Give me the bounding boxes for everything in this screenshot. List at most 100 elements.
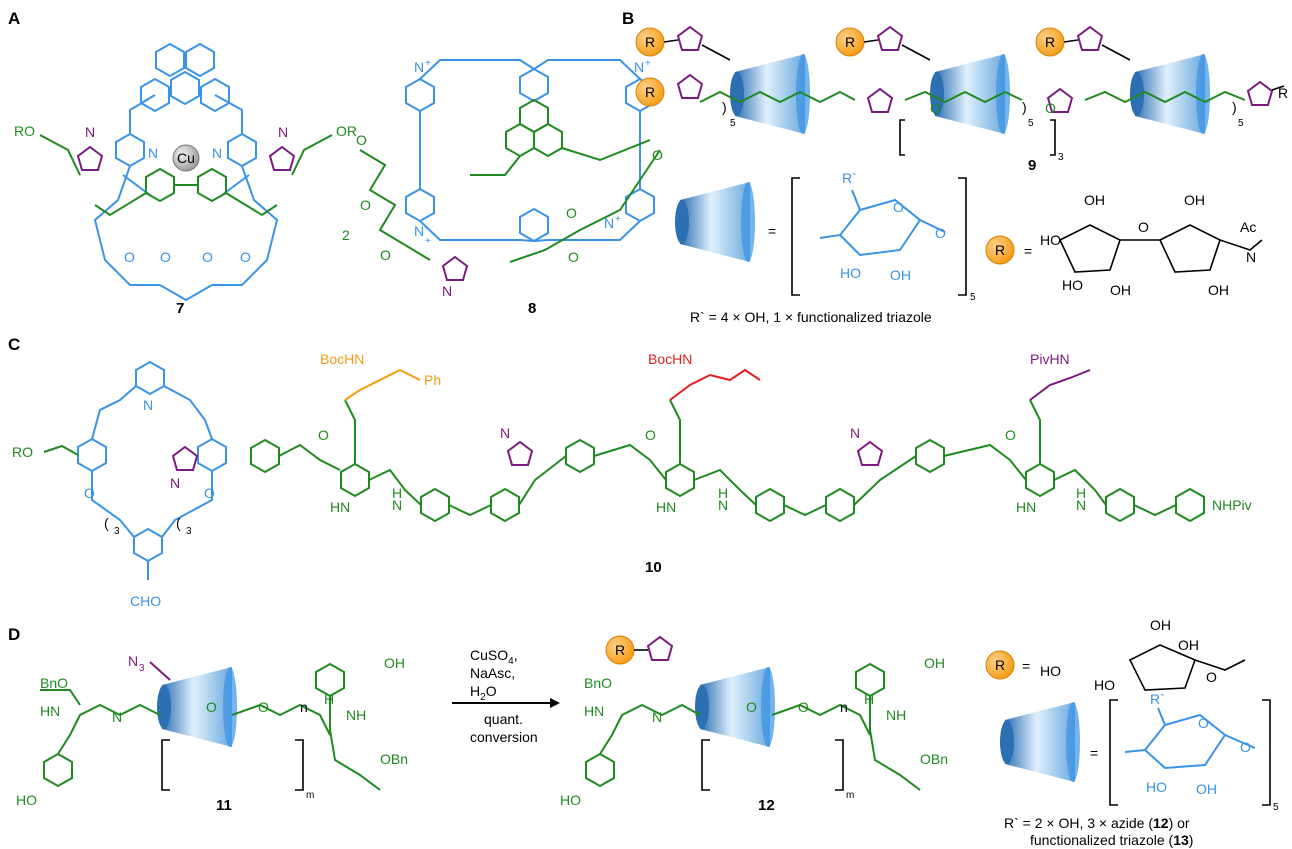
n-amide-c2: N — [718, 497, 728, 513]
hn-label-12: HN — [584, 703, 604, 719]
repeat-5-a: 5 — [730, 118, 736, 129]
h-amide-c3: H — [1076, 485, 1086, 501]
r-prime-label-b: R` — [842, 170, 857, 186]
n-plus-8b: N — [634, 59, 644, 75]
o-atom-glc-b: O — [893, 199, 904, 215]
compound-8-structure: N + N + N + N + O O O O O O 2 N — [342, 58, 663, 299]
o-lac: O — [1138, 219, 1149, 235]
reagent-line4: quant. — [484, 711, 523, 727]
n3-label-11: N — [128, 653, 138, 669]
h-amide-11: H — [324, 691, 334, 707]
repeat-5-c: 5 — [1238, 118, 1244, 129]
o-atom-c1: O — [84, 485, 95, 501]
obn-label-12: OBn — [920, 751, 948, 767]
naphthalene-thread — [359, 99, 661, 263]
triazole-n-left: N — [85, 124, 95, 140]
r-label-legend-b: R — [995, 242, 1005, 258]
nh-label-11: NH — [346, 707, 366, 723]
o-atom-9a: O — [930, 100, 941, 116]
plus-8a: + — [425, 58, 431, 69]
repeat-3: 3 — [1058, 152, 1064, 163]
ho-glc-2: HO — [1094, 677, 1115, 693]
compound-7-structure: Cu RO OR N N N N O O O O — [14, 43, 357, 302]
hn-c2: HN — [656, 499, 676, 515]
ro-label-c: RO — [12, 444, 33, 460]
equals-r-b: = — [1024, 243, 1032, 259]
ph-label: Ph — [424, 372, 441, 388]
o-atom-glc-b2: O — [935, 225, 946, 241]
n-plus-8a: N — [414, 59, 424, 75]
panel-b: B R R R R — [622, 9, 1288, 325]
thread-c — [43, 399, 1205, 522]
ho-label-d: HO — [1146, 779, 1167, 795]
o-atom-7b: O — [160, 249, 171, 265]
ho-lac-1: HO — [1040, 232, 1061, 248]
compound-number-7: 7 — [176, 300, 184, 317]
hn-label-11: HN — [40, 703, 60, 719]
plus-8d: + — [615, 214, 621, 225]
o-atom-glc-d2: O — [1240, 739, 1251, 755]
o-atom-8b: O — [360, 197, 371, 213]
ac-label: Ac — [1240, 219, 1256, 235]
panel-label-b: B — [622, 9, 634, 28]
boc-phe-side-chain — [344, 368, 421, 401]
bochn-orange: BocHN — [320, 351, 364, 367]
h-amide-c1: H — [392, 485, 402, 501]
bno-label-12: BnO — [584, 675, 612, 691]
paraquat-macrocycle — [405, 59, 655, 242]
o-atom-8d: O — [652, 147, 663, 163]
n-amide-c3: N — [1076, 497, 1086, 513]
oh-glc-1: OH — [1150, 617, 1171, 633]
paren-open-2: ) — [1022, 99, 1027, 115]
cu-label: Cu — [177, 150, 195, 166]
o-amide-c3: O — [1005, 427, 1016, 443]
oh-lac-3: OH — [1110, 282, 1131, 298]
reagent-line3: H2O — [470, 683, 497, 703]
axle-chain-9 — [699, 90, 1246, 104]
n-plus-8d: N — [604, 215, 614, 231]
n-lac: N — [1246, 249, 1256, 265]
oh-lac-2: OH — [1184, 192, 1205, 208]
equals-b: = — [768, 223, 776, 239]
plus-8b: + — [645, 58, 651, 69]
h-amide-c2: H — [718, 485, 728, 501]
bno-label-11: BnO — [40, 675, 68, 691]
equals-r-d: = — [1022, 658, 1030, 674]
repeat-m-12: m — [846, 790, 854, 801]
compound-number-12: 12 — [758, 797, 775, 814]
plus-8c: + — [425, 236, 431, 247]
ho-lac-2: HO — [1062, 277, 1083, 293]
o-atom-c2: O — [204, 485, 215, 501]
pyridine-macrocycle — [77, 361, 227, 580]
triazole-n-c2: N — [850, 425, 860, 441]
equals-d: = — [1090, 745, 1098, 761]
paren-c2: ( — [176, 515, 181, 531]
n-atom-pyr: N — [143, 397, 153, 413]
o-amide-c1: O — [318, 427, 329, 443]
triazole-8 — [442, 256, 468, 281]
o-amide-c2: O — [645, 427, 656, 443]
pivhn-label: PivHN — [1030, 351, 1070, 367]
panel-c: C N O O ( 3 ( 3 CHO — [8, 335, 1252, 609]
panel-label-d: D — [8, 625, 20, 644]
oh-label-11: OH — [384, 655, 405, 671]
triazole-n-8: N — [442, 283, 452, 299]
cho-label: CHO — [130, 593, 161, 609]
repeat-3b: 3 — [186, 526, 192, 537]
n3-sub-11: 3 — [139, 663, 145, 674]
caption-b: R` = 4 × OH, 1 × functionalized triazole — [690, 309, 932, 325]
r-label-2: R — [845, 34, 855, 50]
r-label-legend-d: R — [995, 657, 1005, 673]
oh-glc-2: OH — [1178, 637, 1199, 653]
triazole-n-c0: N — [170, 475, 180, 491]
ro-left-label: RO — [14, 123, 35, 139]
ho-label-b: HO — [840, 265, 861, 281]
oh-lac-4: OH — [1208, 282, 1229, 298]
o-ether-11a: O — [206, 699, 217, 715]
o-ether-12a: O — [746, 699, 757, 715]
n-atom-7b: N — [212, 145, 222, 161]
o-atom-8e: O — [566, 205, 577, 221]
compound-number-11: 11 — [216, 797, 232, 814]
oh-label-d: OH — [1196, 781, 1217, 797]
